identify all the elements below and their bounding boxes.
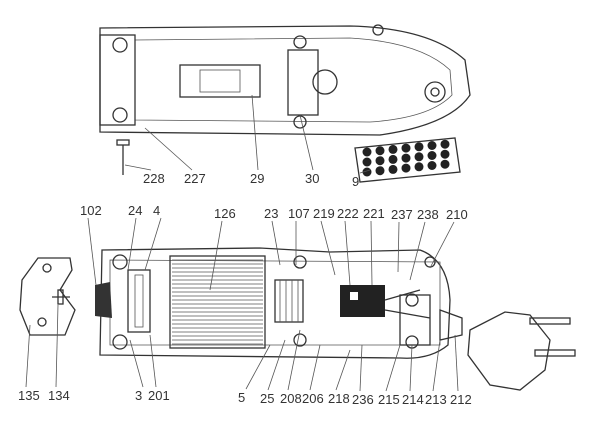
part-label-227: 227: [184, 171, 206, 186]
leader-line-5: [245, 344, 271, 390]
leader-line-206: [309, 344, 321, 391]
part-label-3: 3: [135, 388, 142, 403]
leader-line-25: [267, 339, 286, 391]
part-label-30: 30: [305, 171, 319, 186]
leader-line-215: [385, 344, 401, 392]
part-label-9: 9: [352, 174, 359, 189]
leader-line-23: [271, 220, 281, 266]
pad-dot: [440, 159, 450, 169]
leader-line-213: [432, 339, 441, 392]
leader-line-238: [409, 221, 426, 281]
part-label-237: 237: [391, 207, 413, 222]
part-label-102: 102: [80, 203, 102, 218]
leader-line-219: [320, 220, 336, 276]
upper-housing: [99, 24, 471, 136]
part-label-5: 5: [238, 390, 245, 405]
part-107-commutator: [274, 279, 304, 323]
part-label-23: 23: [264, 206, 278, 221]
leader-line-236: [359, 344, 363, 392]
part-238-plate: [399, 294, 431, 346]
leader-line-222: [344, 220, 351, 286]
part-4-fan: [127, 269, 151, 333]
part-label-215: 215: [378, 392, 400, 407]
leader-line-212: [454, 334, 459, 392]
part-label-228: 228: [143, 171, 165, 186]
part-135-bracket: [19, 257, 76, 336]
pad-dot: [414, 162, 424, 172]
leader-line-214: [409, 344, 413, 392]
pad-dot: [375, 156, 385, 166]
pad-dot: [401, 163, 411, 173]
part-label-4: 4: [153, 203, 160, 218]
leader-line-218: [335, 349, 351, 391]
part-212-plug: [467, 311, 576, 391]
leader-line-228: [124, 164, 152, 171]
pad-dot: [362, 157, 372, 167]
part-label-201: 201: [148, 388, 170, 403]
leader-line-135: [25, 324, 31, 388]
part-label-107: 107: [288, 206, 310, 221]
pad-dot: [427, 161, 437, 170]
part-126-stator: [169, 255, 266, 349]
leader-line-208: [287, 329, 301, 391]
part-29-switch-slide: [179, 64, 261, 98]
part-134-screw: [52, 289, 70, 305]
leader-line-227: [144, 127, 193, 171]
leader-line-102: [87, 217, 97, 286]
pad-dot: [414, 152, 424, 162]
part-label-238: 238: [417, 207, 439, 222]
leader-line-210: [429, 221, 455, 269]
part-label-213: 213: [425, 392, 447, 407]
pad-dot: [401, 153, 411, 163]
part-label-29: 29: [250, 171, 264, 186]
pad-dot: [427, 151, 437, 160]
pad-dot: [440, 139, 450, 149]
part-label-134: 134: [48, 388, 70, 403]
part-label-208: 208: [280, 391, 302, 406]
part-102-cutter: [95, 282, 112, 318]
pad-dot: [414, 142, 424, 152]
part-label-206: 206: [302, 391, 324, 406]
leader-line-201: [149, 334, 157, 388]
leader-line-9: [359, 169, 371, 174]
part-label-221: 221: [363, 206, 385, 221]
pad-dot: [401, 143, 411, 153]
part-label-24: 24: [128, 203, 142, 218]
leader-line-237: [397, 221, 400, 273]
part-222-switch-assembly: [340, 285, 431, 319]
pad-dot: [362, 147, 372, 157]
leader-line-29: [251, 94, 259, 171]
pad-dot: [388, 144, 398, 154]
pad-dot: [375, 146, 385, 156]
pad-dot: [388, 164, 398, 174]
leader-line-24: [127, 217, 137, 271]
pad-dot: [440, 149, 450, 159]
pad-dot: [388, 154, 398, 164]
pad-dot: [427, 141, 437, 150]
part-label-222: 222: [337, 206, 359, 221]
part-label-214: 214: [402, 392, 424, 407]
part-label-210: 210: [446, 207, 468, 222]
part-213-cord-entry: [439, 309, 463, 341]
leader-line-126: [209, 220, 223, 291]
leader-line-30: [299, 114, 314, 171]
part-label-218: 218: [328, 391, 350, 406]
part-label-135: 135: [18, 388, 40, 403]
part-label-25: 25: [260, 391, 274, 406]
leader-line-134: [55, 304, 59, 388]
leader-line-4: [144, 217, 162, 271]
part-label-236: 236: [352, 392, 374, 407]
part-9-pad: [354, 137, 461, 183]
part-label-219: 219: [313, 206, 335, 221]
part-label-212: 212: [450, 392, 472, 407]
leader-line-3: [129, 339, 144, 388]
part-label-126: 126: [214, 206, 236, 221]
pad-dot: [375, 166, 385, 176]
leader-line-221: [370, 220, 373, 286]
part-228-screw: [116, 139, 130, 175]
part-30-bearing-block: [287, 49, 319, 116]
pad-dot: [362, 167, 372, 177]
